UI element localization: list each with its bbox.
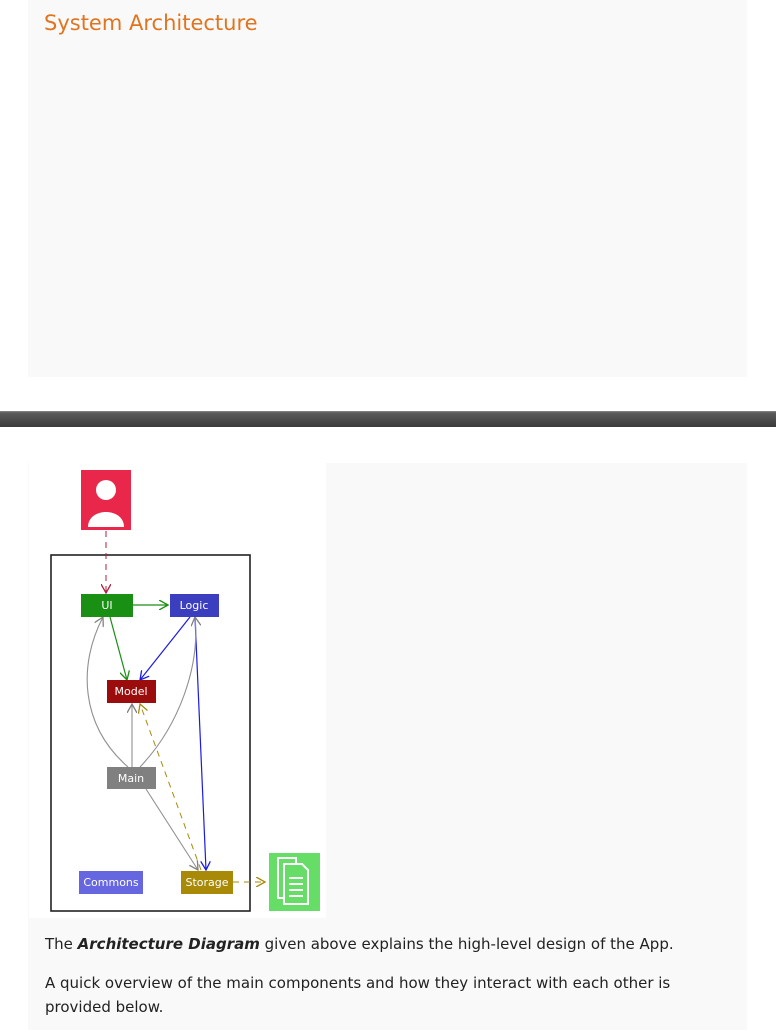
edge-logic-to-model [140,616,191,680]
svg-text:Main: Main [118,772,144,785]
edge-storage-to-model [140,704,202,871]
node-ui: UI [81,594,133,617]
node-model: Model [107,680,156,703]
user-icon [81,470,131,530]
svg-text:Storage: Storage [185,876,228,889]
node-storage: Storage [181,871,233,894]
architecture-diagram-term: Architecture Diagram [77,935,260,953]
svg-text:UI: UI [101,599,112,612]
svg-text:Commons: Commons [83,876,139,889]
diagram-description: The Architecture Diagram given above exp… [45,932,725,956]
top-content-panel [28,0,747,377]
edge-ui-to-model [109,616,127,680]
section-divider [0,411,776,427]
overview-paragraph: A quick overview of the main components … [45,974,671,1016]
architecture-boundary [50,554,251,912]
edge-logic-to-storage [194,616,206,870]
edge-main-to-logic [139,617,196,768]
edge-main-to-ui [86,617,129,768]
node-logic: Logic [170,594,219,617]
node-main: Main [107,767,156,789]
svg-text:Logic: Logic [180,599,209,612]
description-prefix: The [45,935,78,953]
description-suffix: given above explains the high-level desi… [259,935,674,953]
svg-text:Model: Model [114,685,147,698]
node-commons: Commons [79,871,143,894]
file-icon [269,853,320,911]
edge-main-to-storage [145,788,198,870]
section-title: System Architecture [44,11,258,35]
diagram-card [29,463,326,918]
